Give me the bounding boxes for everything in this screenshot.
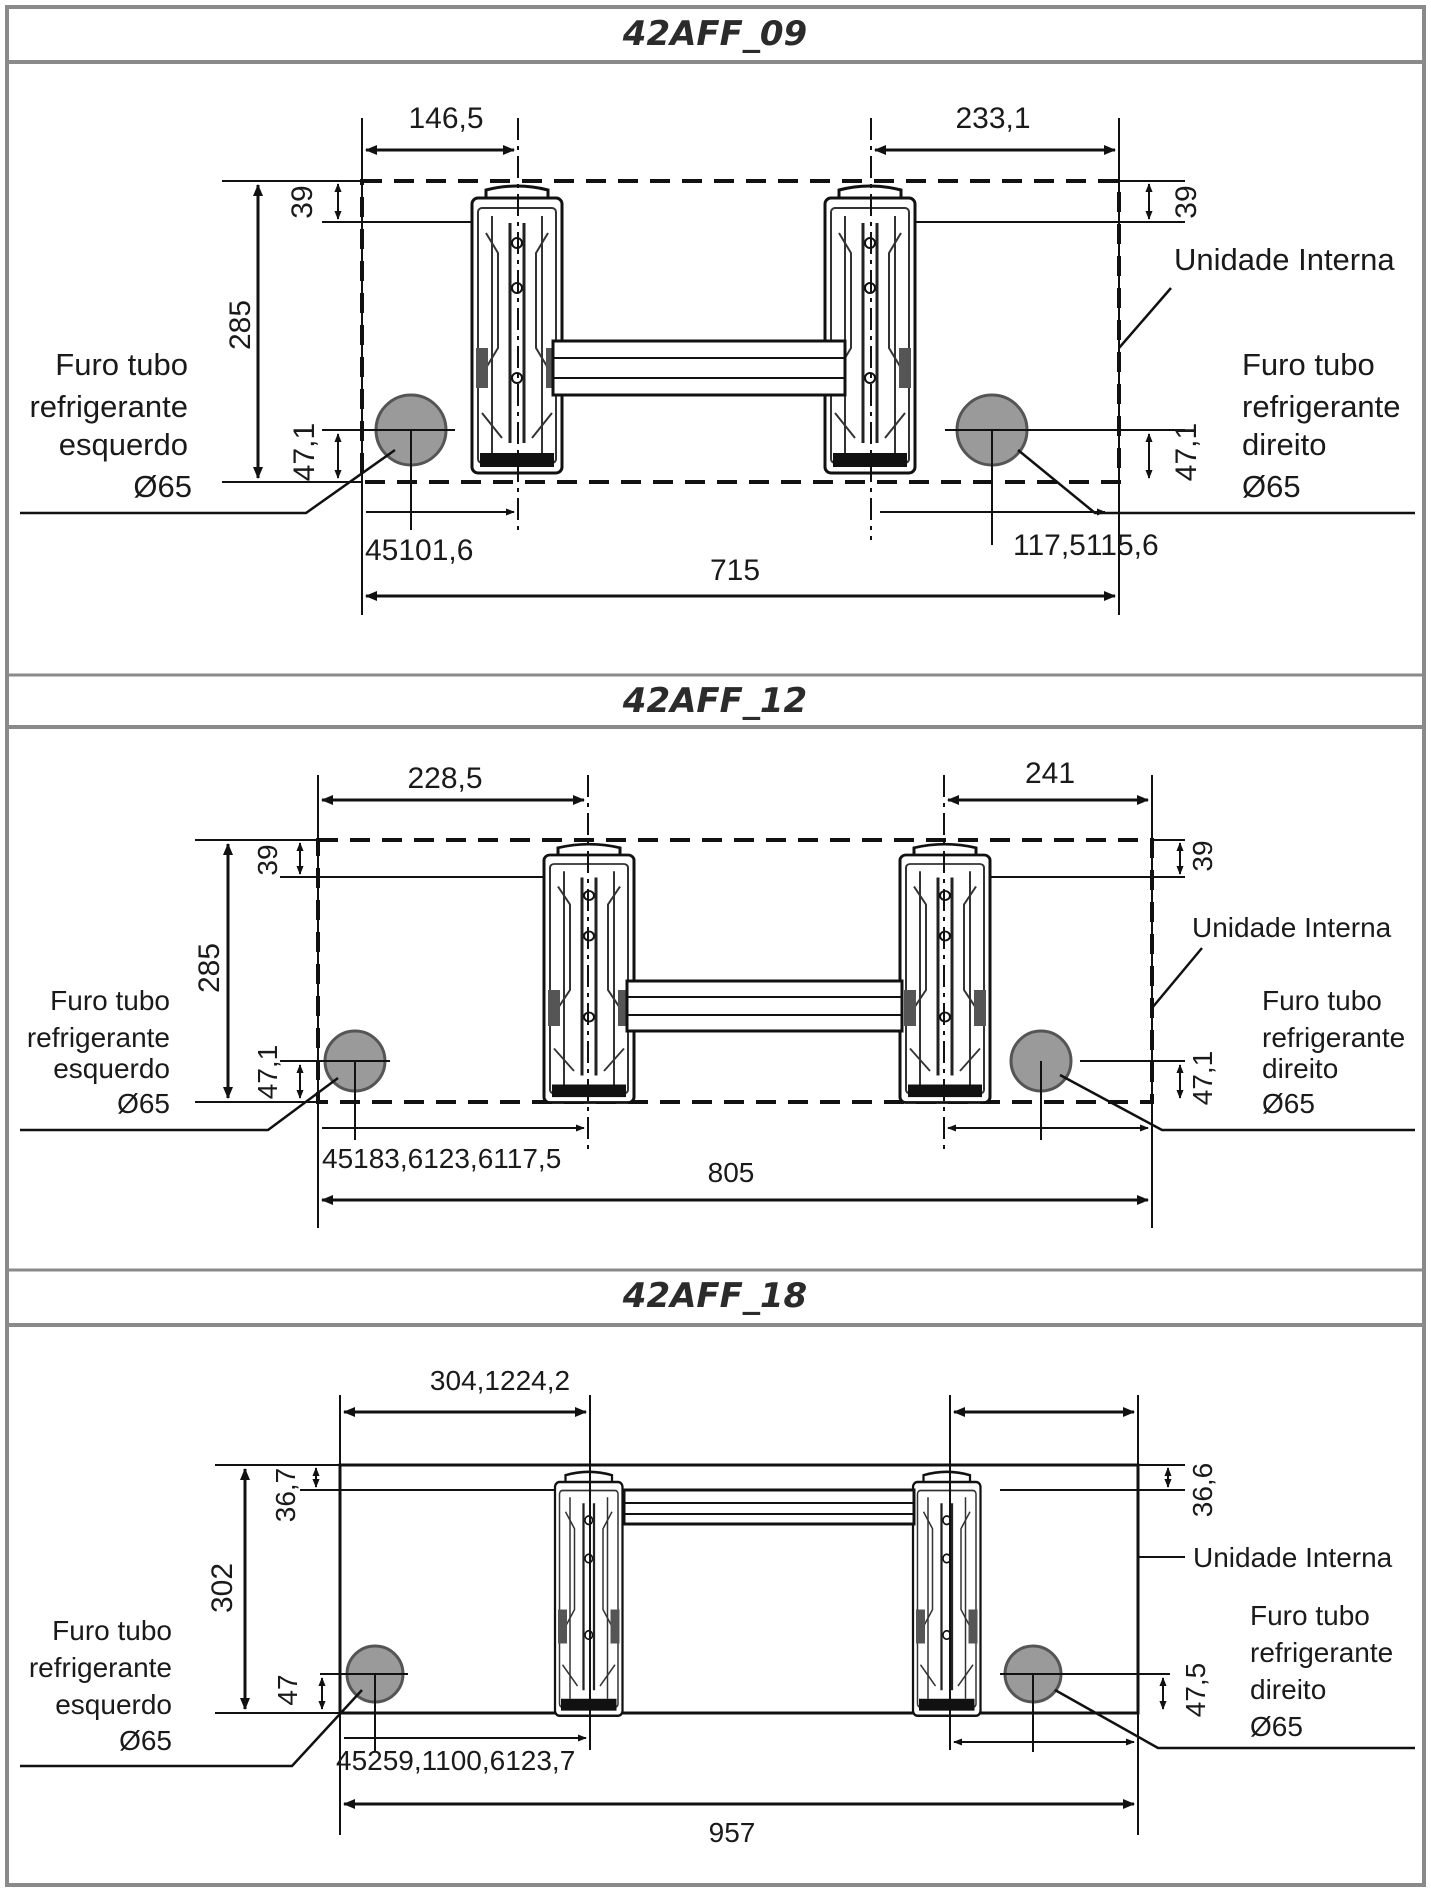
left-hole-label-1: Furo tubo	[52, 1615, 172, 1646]
dim-bottom-offset-left: 47	[272, 1674, 303, 1705]
dim-top-offset-right: 39	[1187, 840, 1218, 871]
right-hole-label-3: direito	[1250, 1674, 1326, 1705]
dim-top-left: 228,5	[407, 762, 482, 795]
right-hole-label-4: Ø65	[1262, 1088, 1315, 1119]
mounting-bracket-left	[553, 1470, 624, 1718]
unit-label: Unidade Interna	[1192, 912, 1392, 943]
dim-bottom-offset-left: 47,1	[288, 423, 321, 481]
left-hole-label-2: refrigerante	[27, 1022, 170, 1053]
dim-height: 285	[193, 943, 226, 993]
section-42aff-18: 42AFF_18	[20, 1276, 1415, 1848]
dim-top-right: 233,1	[955, 102, 1030, 135]
dim-bottom-offset-right: 47,1	[1187, 1051, 1218, 1106]
right-hole-label-1: Furo tubo	[1262, 985, 1382, 1016]
left-hole-label-2: refrigerante	[29, 1652, 172, 1683]
left-hole-label-1: Furo tubo	[55, 347, 188, 382]
dim-bottom-left: 45183,6123,6117,5	[322, 1143, 561, 1174]
dim-width: 957	[709, 1817, 756, 1848]
dim-bottom-offset-right: 47,5	[1180, 1663, 1211, 1718]
dim-width: 715	[710, 554, 760, 587]
bracket-crossbar	[622, 1488, 916, 1526]
section-title: 42AFF_12	[622, 681, 807, 721]
unit-label: Unidade Interna	[1193, 1542, 1393, 1573]
left-hole-label-2: refrigerante	[29, 389, 188, 424]
section-title: 42AFF_18	[622, 1276, 807, 1316]
section-42aff-12: 42AFF_12	[20, 681, 1415, 1228]
dim-bottom-offset-right: 47,1	[1170, 423, 1203, 481]
right-hole-label-1: Furo tubo	[1242, 347, 1375, 382]
section-title: 42AFF_09	[622, 14, 807, 54]
bracket-crossbar	[551, 339, 847, 397]
dim-bottom-left: 45101,6	[365, 534, 473, 567]
unit-label: Unidade Interna	[1174, 242, 1395, 277]
right-hole-label-2: refrigerante	[1250, 1637, 1393, 1668]
left-hole-label-3: esquerdo	[59, 427, 188, 462]
bracket-crossbar	[625, 979, 904, 1033]
dim-top-left: 146,5	[408, 102, 483, 135]
right-hole-label-3: direito	[1262, 1053, 1338, 1084]
dim-bottom-right: 117,5115,6	[1013, 529, 1159, 562]
left-hole-label-1: Furo tubo	[50, 985, 170, 1016]
dim-top-offset-left: 39	[252, 844, 283, 875]
right-hole-label-2: refrigerante	[1242, 389, 1401, 424]
dim-top-offset-right: 36,6	[1187, 1463, 1218, 1518]
dim-bottom-left: 45259,1100,6123,7	[336, 1745, 575, 1776]
dim-top-left: 304,1224,2	[430, 1365, 570, 1396]
left-hole-label-4: Ø65	[133, 469, 192, 504]
right-hole-label-2: refrigerante	[1262, 1022, 1405, 1053]
dim-height: 285	[224, 300, 257, 350]
dim-width: 805	[708, 1157, 755, 1188]
dim-bottom-offset-left: 47,1	[252, 1045, 283, 1100]
dim-top-right: 241	[1025, 757, 1075, 790]
right-hole-label-4: Ø65	[1242, 469, 1301, 504]
dim-height: 302	[206, 1563, 239, 1613]
right-hole-label-1: Furo tubo	[1250, 1600, 1370, 1631]
dim-top-offset-left: 36,7	[270, 1468, 301, 1523]
dim-top-offset-right: 39	[1170, 185, 1203, 218]
left-hole-label-4: Ø65	[117, 1088, 170, 1119]
right-hole-label-4: Ø65	[1250, 1711, 1303, 1742]
mounting-bracket-right	[911, 1470, 982, 1718]
section-42aff-09: 42AFF_09	[20, 14, 1415, 615]
right-hole-label-3: direito	[1242, 427, 1326, 462]
left-hole-label-3: esquerdo	[53, 1053, 170, 1084]
dim-top-offset-left: 39	[286, 185, 319, 218]
left-hole-label-4: Ø65	[119, 1725, 172, 1756]
left-hole-label-3: esquerdo	[55, 1689, 172, 1720]
